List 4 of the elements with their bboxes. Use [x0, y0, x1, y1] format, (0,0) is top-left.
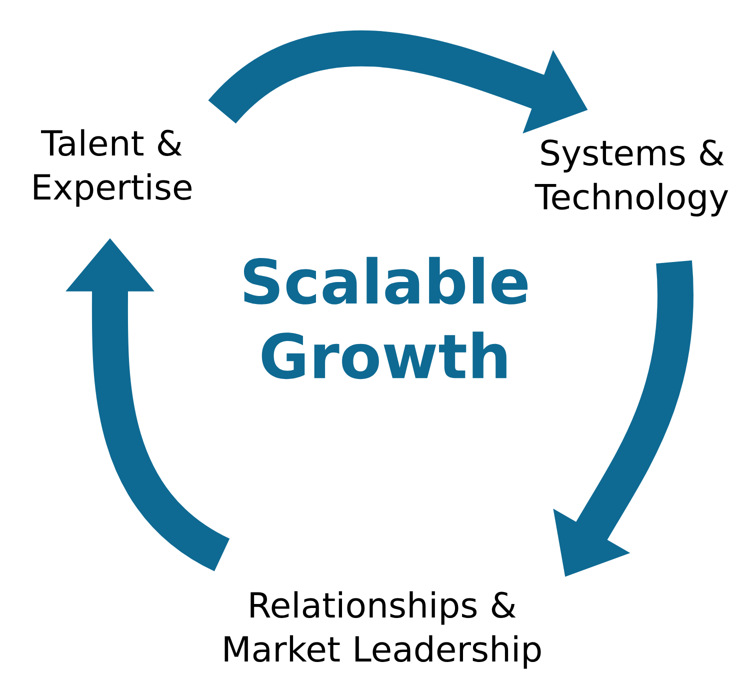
step-label: Systems & Technology	[534, 140, 728, 216]
step-label: Relationships & Market Leadership	[224, 591, 541, 669]
title: Scalable Growth	[244, 256, 528, 380]
step-label: Talent & Expertise	[34, 129, 192, 207]
